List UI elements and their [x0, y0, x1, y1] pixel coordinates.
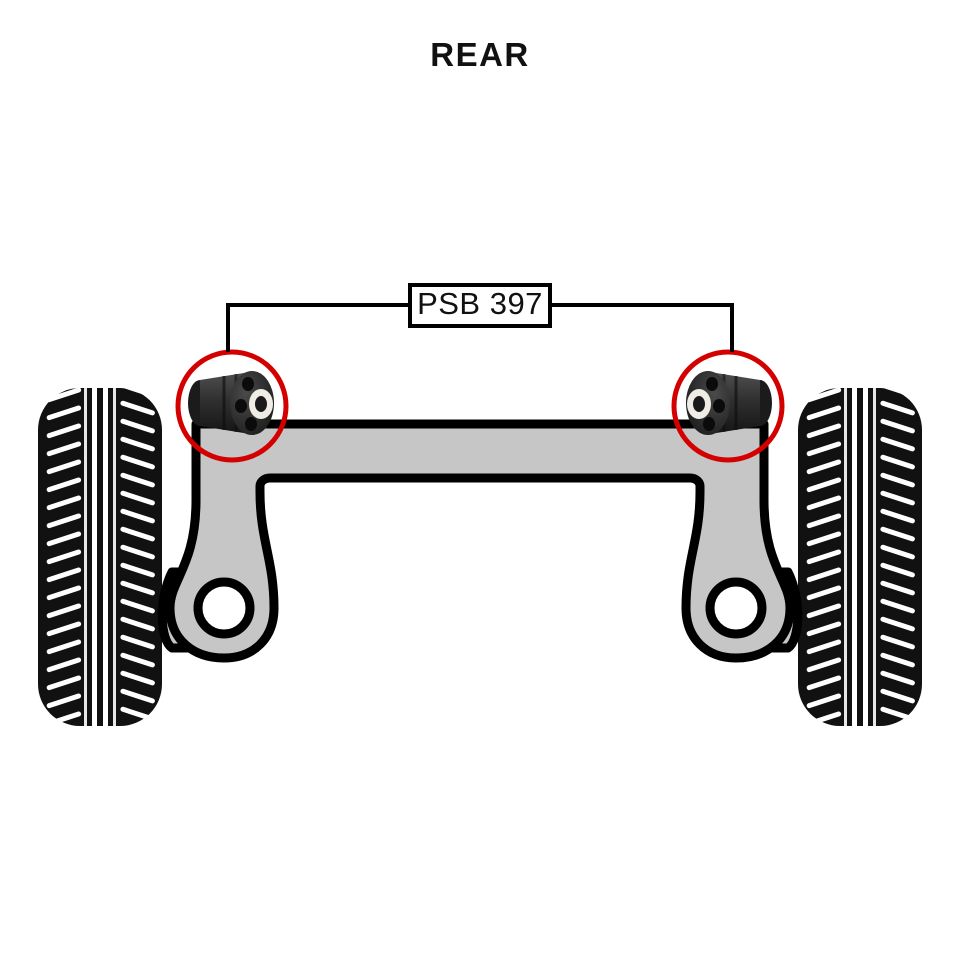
- mount-eye-icon: [705, 577, 767, 639]
- bushing-hole: [703, 417, 715, 431]
- left-bushing: [188, 371, 274, 435]
- bushing-hole: [235, 399, 247, 413]
- right-rear-wheel: [798, 388, 922, 726]
- mount-eye-icon: [193, 577, 255, 639]
- rear-axle-beam: [157, 419, 803, 663]
- right-bushing: [686, 371, 772, 435]
- right-bushing-highlight: [671, 349, 785, 463]
- part-number-label: PSB 397: [417, 286, 543, 321]
- left-bushing-highlight: [175, 349, 289, 463]
- bushing-hole: [713, 399, 725, 413]
- tire-icon: [806, 388, 915, 726]
- callout-leader-lines: [226, 303, 734, 352]
- bushing-hole: [706, 377, 718, 391]
- right-leader-line: [550, 303, 734, 352]
- left-rear-wheel: [38, 388, 162, 726]
- tire-icon: [46, 388, 155, 726]
- bushing-hole: [245, 417, 257, 431]
- callout-box[interactable]: PSB 397: [408, 283, 552, 328]
- page-title: REAR: [430, 36, 530, 73]
- left-leader-line: [226, 303, 410, 352]
- bushing-hole: [242, 377, 254, 391]
